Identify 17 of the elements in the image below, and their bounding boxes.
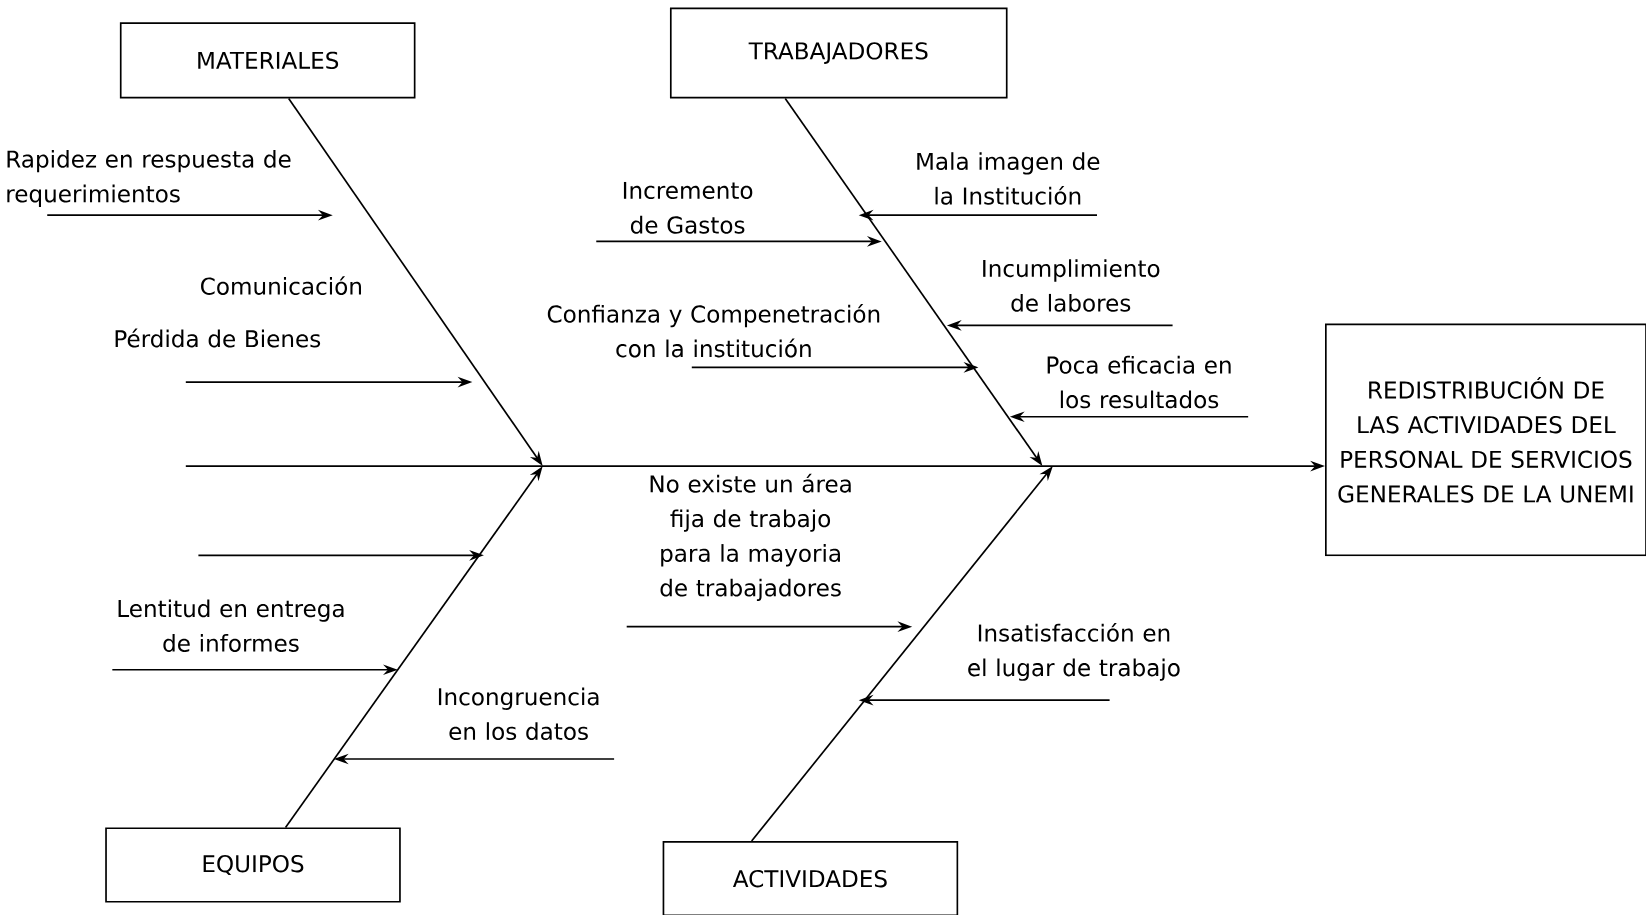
effect-box: REDISTRIBUCIÓN DE LAS ACTIVIDADES DEL PERSONAL DE SERVICIOS GENERALES DE LA UNEMI	[1325, 323, 1646, 556]
category-box: MATERIALES	[119, 22, 416, 99]
cause-text: Lentitud en entrega de informes	[118, 599, 344, 652]
cause-text: Rapidez en respuesta de requerimientos	[7, 149, 291, 207]
category-box: ACTIVIDADES	[662, 840, 959, 915]
cause-text: No existe un área fija de trabajo para la mayoria de trabajadores	[650, 473, 851, 601]
cause-text: Confianza y Compenetración con la institución	[547, 303, 880, 358]
cause-text: Comunicación	[201, 275, 361, 295]
cause-text: Poca eficacia en los resultados	[1047, 355, 1231, 409]
cause-text: Insatisfacción en el lugar de trabajo	[968, 622, 1180, 681]
category-box: EQUIPOS	[105, 827, 401, 903]
cause-text: Pérdida de Bienes	[115, 328, 321, 348]
cause-text: Incumplimiento de labores	[983, 259, 1160, 312]
cause-text: Mala imagen de la Institución	[917, 152, 1100, 205]
cause-text: Incremento de Gastos	[623, 181, 753, 234]
cause-text: Incongruencia en los datos	[438, 687, 599, 740]
category-box: TRABAJADORES	[669, 7, 1008, 99]
